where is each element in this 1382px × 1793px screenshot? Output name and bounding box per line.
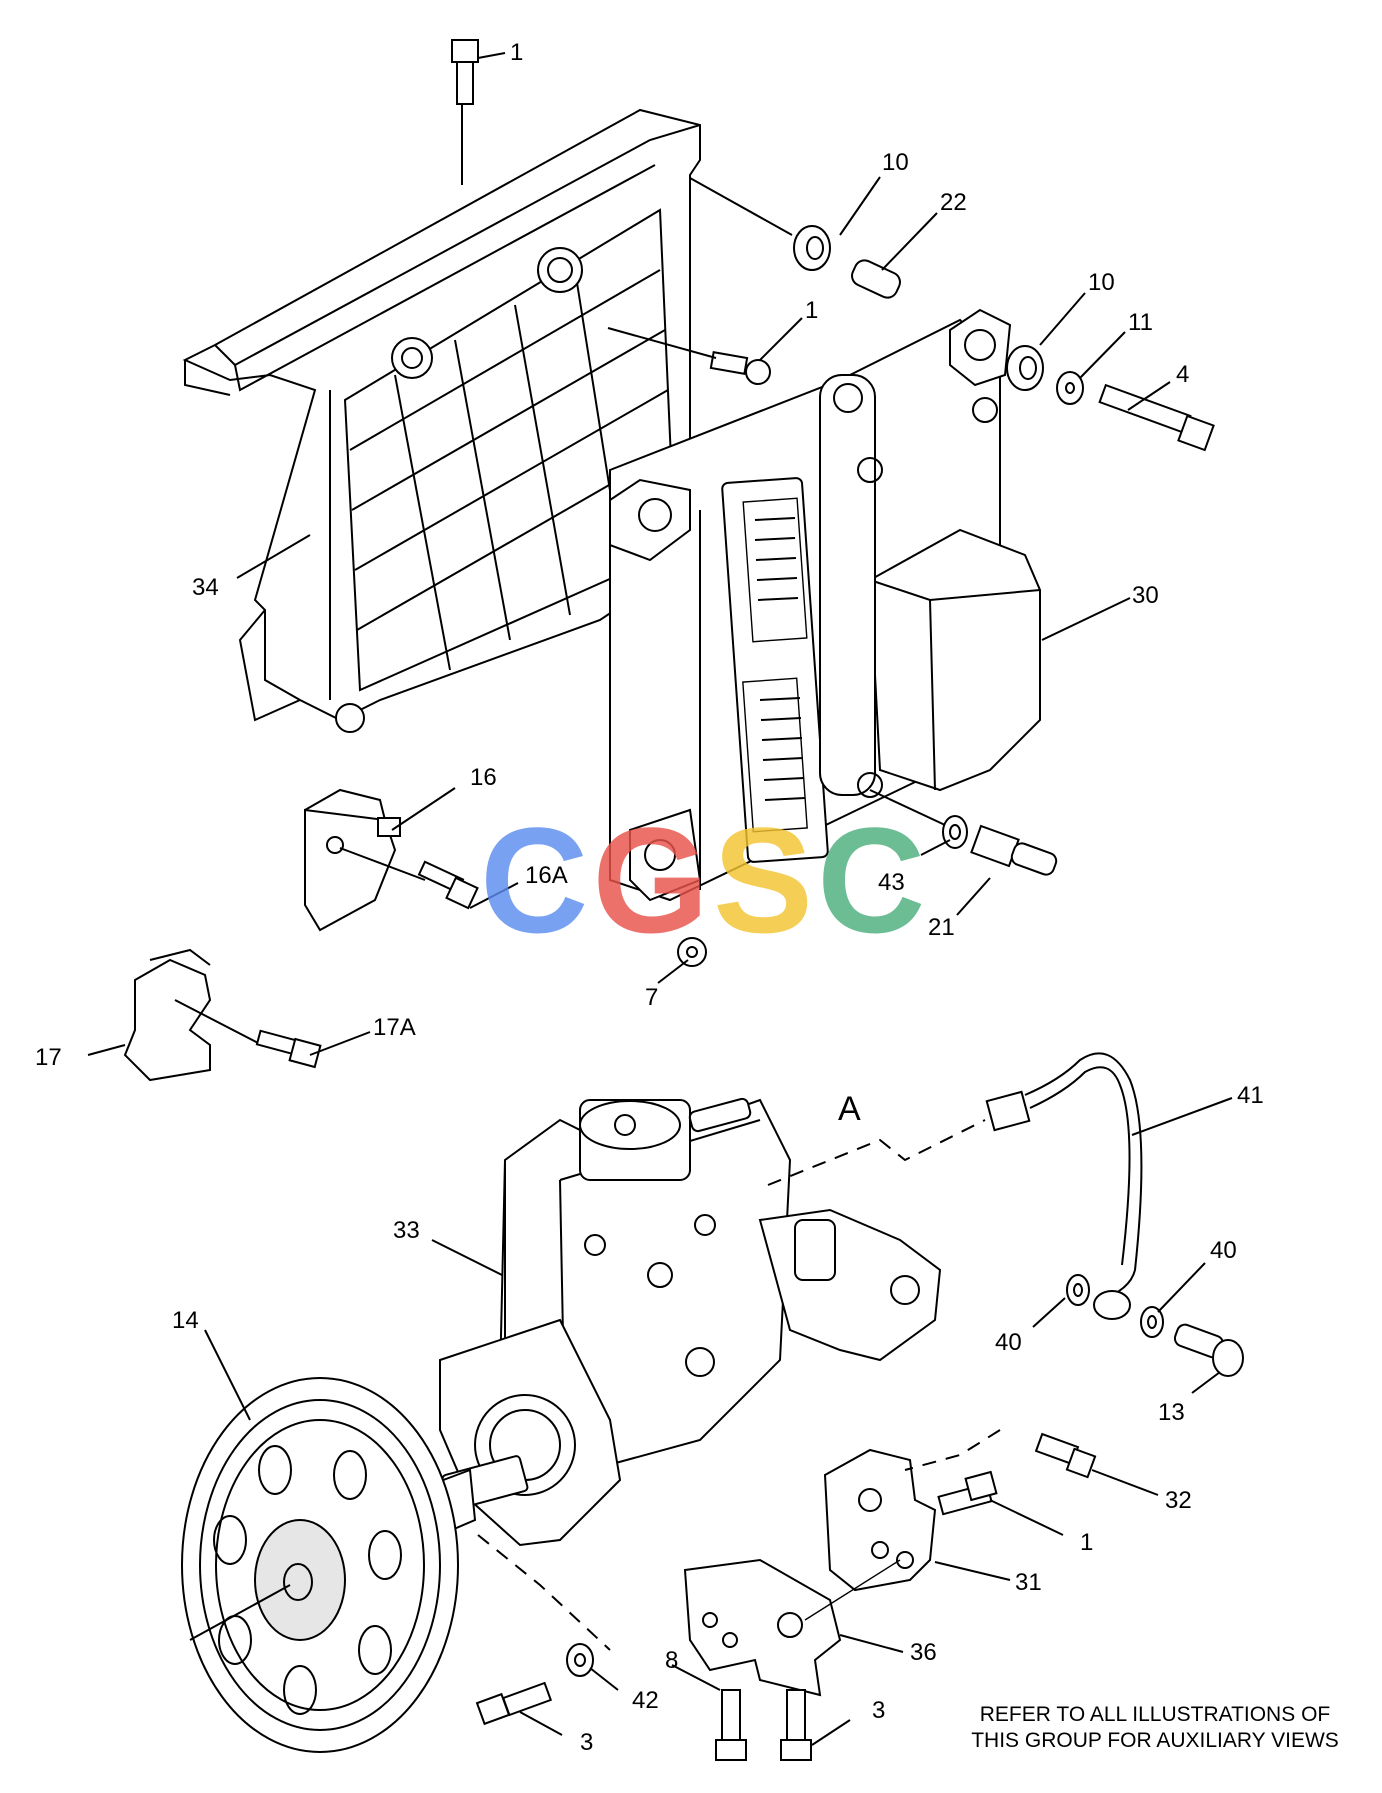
bracket-36	[683, 1558, 901, 1697]
auxiliary-views-note: REFER TO ALL ILLUSTRATIONS OF THIS GROUP…	[930, 1702, 1380, 1754]
bolt-4	[1098, 383, 1215, 452]
callout-16: 16	[470, 764, 497, 791]
callout-1c: 1	[1080, 1529, 1093, 1556]
callout-40a: 40	[995, 1329, 1022, 1356]
engine-control-module	[609, 308, 1041, 902]
callout-14: 14	[172, 1307, 199, 1334]
bolt-3-right	[780, 1689, 812, 1761]
callout-1a: 1	[510, 39, 523, 66]
callout-8: 8	[665, 1647, 678, 1674]
clip-17	[123, 948, 263, 1082]
bolt-16a	[417, 860, 479, 910]
callout-31: 31	[1015, 1569, 1042, 1596]
callout-43: 43	[878, 869, 905, 896]
bolt-1-lower	[937, 1470, 998, 1516]
fitting-21	[970, 824, 1058, 876]
bolt-top-left	[451, 39, 479, 185]
callout-42: 42	[632, 1687, 659, 1714]
callout-16a: 16A	[525, 862, 568, 889]
note-line-1: REFER TO ALL ILLUSTRATIONS OF	[979, 1703, 1331, 1726]
leader-lines	[87, 52, 1233, 1746]
note-line-2: THIS GROUP FOR AUXILIARY VIEWS	[971, 1729, 1339, 1752]
callout-13: 13	[1158, 1399, 1185, 1426]
washer-40b	[1140, 1306, 1164, 1338]
callout-22: 22	[940, 189, 967, 216]
view-label-a: A	[838, 1090, 861, 1128]
fuel-injection-pump	[428, 1097, 942, 1547]
callout-17a: 17A	[373, 1014, 416, 1041]
spacer-22	[851, 259, 901, 299]
bolt-bracket-mid	[607, 327, 771, 385]
callout-17: 17	[35, 1044, 62, 1071]
fuel-pump-gear	[181, 1377, 459, 1753]
callout-36: 36	[910, 1639, 937, 1666]
washer-42	[566, 1643, 594, 1677]
bolt-8	[715, 1689, 747, 1761]
callout-7: 7	[645, 984, 658, 1011]
callout-41: 41	[1237, 1082, 1264, 1109]
bolt-17a	[255, 1029, 322, 1069]
assembly-lines	[477, 1119, 1001, 1651]
washer-7	[677, 937, 707, 967]
sensor-16	[304, 788, 426, 932]
bracket-31	[823, 1448, 937, 1592]
bolt-32	[1034, 1432, 1097, 1479]
grommet-10b	[1006, 345, 1044, 391]
ecm-mounting-bracket	[182, 108, 701, 733]
callout-40b: 40	[1210, 1237, 1237, 1264]
washer-43	[869, 789, 968, 849]
grommet-10a	[689, 177, 831, 271]
callout-3b: 3	[580, 1729, 593, 1756]
washer-40a	[1066, 1274, 1090, 1306]
callout-30: 30	[1132, 582, 1159, 609]
bolt-13	[1173, 1323, 1244, 1377]
callout-11: 11	[1128, 309, 1153, 336]
callout-labels: 1 10 22 1 10 11 4 34 30 16 16A 43 21 7 1…	[35, 39, 1264, 1756]
callout-21: 21	[928, 914, 955, 941]
callout-34: 34	[192, 574, 219, 601]
callout-1b: 1	[805, 297, 818, 324]
callout-4: 4	[1176, 361, 1189, 388]
callout-32: 32	[1165, 1487, 1192, 1514]
callout-3a: 3	[872, 1697, 885, 1724]
bolt-3-left	[475, 1681, 553, 1726]
callout-10b: 10	[1088, 269, 1115, 296]
washer-11	[1056, 371, 1084, 405]
callout-33: 33	[393, 1217, 420, 1244]
callout-10a: 10	[882, 149, 909, 176]
fuel-line-41	[985, 1052, 1143, 1320]
